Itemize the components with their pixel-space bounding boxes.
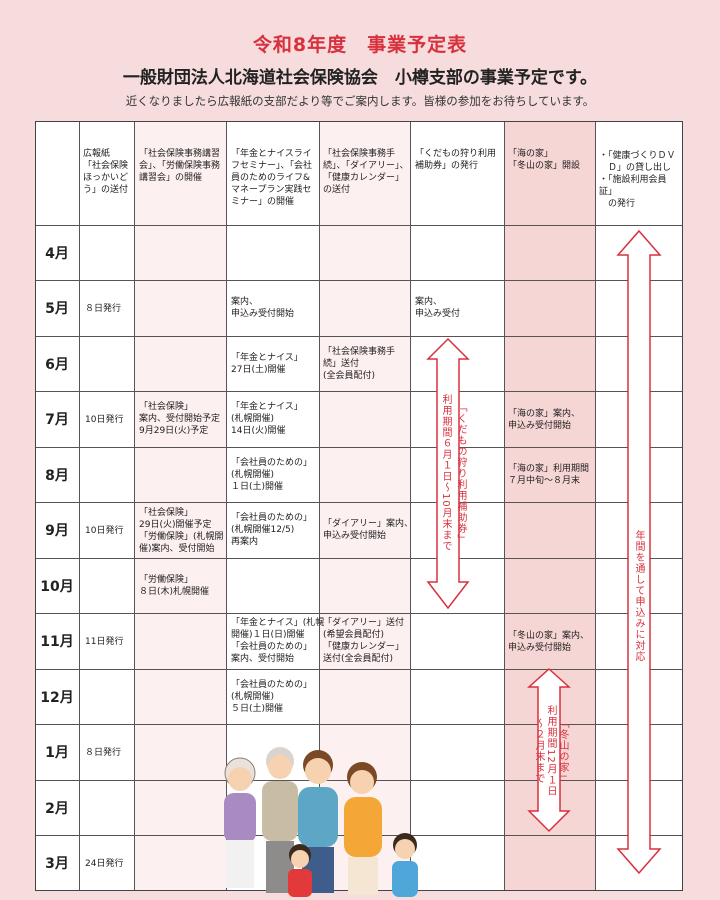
cell-seminar-sep: 「会社員のための」 (札幌開催12/5) 再案内	[231, 513, 313, 547]
header-fruit-ticket: 「くだもの狩り利用 補助券」の発行	[415, 149, 497, 171]
cell-workshop-jul: 「社会保険」 案内、受付開始予定 9月29日(火)予定	[139, 402, 221, 436]
month-june: 6月	[45, 357, 69, 373]
fruit-period-arrow	[426, 337, 470, 610]
cell-workshop-sep: 「社会保険」 29日(火)開催予定 「労働保険」(札幌開 催)案内、受付開始	[139, 508, 224, 554]
month-october: 10月	[40, 579, 74, 595]
cell-newsletter-mar: 24日発行	[85, 859, 124, 869]
header-mailing: 「社会保険事務手 続」、「ダイアリー」、 「健康カレンダー」 の送付	[323, 149, 409, 195]
winter-period-end: ～２月末まで	[533, 718, 544, 784]
cell-fruit-may: 案内、 申込み受付	[415, 297, 461, 319]
header-seminar: 「年金とナイスライ フセミナー」、「会社 員のためのライフ& マネープラン実践セ…	[231, 149, 313, 207]
cell-newsletter-jul: 10日発行	[85, 415, 124, 425]
cell-mailing-sep: 「ダイアリー」案内、 申込み受付開始	[323, 519, 414, 541]
family-illustration	[224, 747, 418, 897]
cell-newsletter-nov: 11日発行	[85, 637, 124, 647]
cell-house-aug: 「海の家」利用期間 ７月中旬～８月末	[508, 464, 590, 486]
month-july: 7月	[45, 412, 69, 428]
month-april: 4月	[45, 246, 69, 262]
cell-newsletter-may: ８日発行	[85, 304, 122, 314]
header-workshop: 「社会保険事務講習 会」、「労働保険事務 講習会」の開催	[139, 149, 221, 183]
page-title: 令和8年度 事業予定表	[252, 34, 468, 56]
fruit-period-title: 「くだもの狩り利用補助券」	[455, 401, 466, 545]
cell-seminar-may: 案内、 申込み受付開始	[231, 297, 295, 319]
lead-text: 近くなりましたら広報紙の支部だより等でご案内します。皆様の参加をお待ちしています…	[125, 94, 595, 108]
month-february: 2月	[45, 801, 69, 817]
cell-seminar-dec: 「会社員のための」 (札幌開催) ５日(土)開催	[231, 680, 313, 714]
cell-newsletter-jan: ８日発行	[85, 748, 122, 758]
winter-period-dates: 利用期間12月１日	[545, 705, 556, 797]
month-december: 12月	[40, 690, 74, 706]
schedule-table: 広報紙 「社会保険 ほっかいど う」の送付 「社会保険事務講習 会」、「労働保険…	[35, 121, 683, 891]
band-col2	[134, 121, 226, 891]
cell-house-nov: 「冬山の家」案内、 申込み受付開始	[508, 631, 590, 653]
year-round-text: 年間を通して申込みに対応	[633, 530, 644, 662]
cell-mailing-nov: 「ダイアリー」送付 (希望会員配付) 「健康カレンダー」 送付(全会員配付)	[323, 618, 405, 664]
month-august: 8月	[45, 468, 69, 484]
winter-period-arrow	[527, 667, 571, 833]
cell-seminar-jun: 「年金とナイス」 27日(土)開催	[231, 353, 303, 375]
fruit-period-dates: 利用期間６月１日～10月末まで	[440, 394, 451, 552]
header-newsletter: 広報紙 「社会保険 ほっかいど う」の送付	[83, 149, 129, 195]
cell-seminar-jul: 「年金とナイス」 (札幌開催) 14日(火)開催	[231, 402, 303, 436]
cell-seminar-nov: 「年金とナイス」(札幌 開催)１日(日)開催 「会社員のための」 案内、受付開始	[231, 618, 325, 664]
page-subtitle: 一般財団法人北海道社会保険協会 小樽支部の事業予定です。	[122, 68, 598, 88]
header-resort-houses: 「海の家」 「冬山の家」開設	[508, 149, 581, 171]
cell-seminar-aug: 「会社員のための」 (札幌開催) １日(土)開催	[231, 458, 313, 492]
cell-workshop-oct: 「労働保険」 ８日(木)札幌開催	[139, 575, 210, 597]
header-dvd-card: ・「健康づくりＤＶ Ｄ」の貸し出し ・「施設利用会員証」 の発行	[599, 151, 676, 209]
cell-mailing-jun: 「社会保険事務手 続」送付 (全会員配付)	[323, 347, 396, 381]
period-arrows	[426, 229, 662, 875]
month-may: 5月	[45, 301, 69, 317]
cell-newsletter-sep: 10日発行	[85, 526, 124, 536]
winter-period-title: 「冬山の家」	[557, 718, 568, 784]
month-march: 3月	[45, 856, 69, 872]
month-september: 9月	[45, 523, 69, 539]
month-november: 11月	[40, 634, 74, 650]
month-january: 1月	[45, 745, 69, 761]
cell-house-jul: 「海の家」案内、 申込み受付開始	[508, 409, 581, 431]
year-round-arrow	[616, 229, 662, 875]
